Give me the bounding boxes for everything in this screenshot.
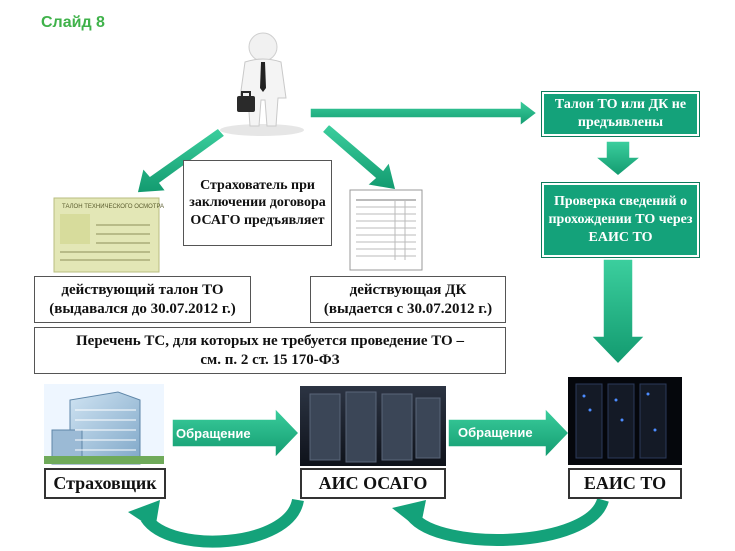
dk-caption-line1: действующая ДК [349, 281, 467, 298]
return-arrow-eais-to-ais [407, 497, 609, 546]
appeal-label-2: Обращение [458, 425, 533, 440]
dk-caption-box: действующая ДК (выдается с 30.07.2012 г.… [310, 276, 506, 323]
exemption-list-line1: Перечень ТС, для которых не требуется пр… [76, 332, 464, 349]
insurer-label: Страховщик [53, 473, 157, 493]
ais-servers-image [300, 386, 446, 466]
not-presented-box: Талон ТО или ДК не предъявлены [541, 91, 700, 137]
talon-document-image: ТАЛОН ТЕХНИЧЕСКОГО ОСМОТРА [53, 197, 164, 273]
eais-servers-image [568, 377, 682, 465]
ais-osago-label-box: АИС ОСАГО [300, 468, 446, 499]
return-arrowhead-2 [392, 500, 426, 530]
dk-caption-line2: (выдается с 30.07.2012 г.) [323, 300, 493, 317]
exemption-list-line2: см. п. 2 ст. 15 170-ФЗ [200, 351, 340, 368]
talon-doc-title: ТАЛОН ТЕХНИЧЕСКОГО ОСМОТРА [62, 204, 164, 210]
arrow-to-talon [136, 126, 227, 194]
talon-caption-line2: (выдавался до 30.07.2012 г.) [49, 300, 236, 317]
eais-check-box: Проверка сведений о прохождении ТО через… [541, 182, 700, 258]
arrow-down-eais [589, 258, 647, 366]
return-arrow-ais-to-insurer [140, 498, 304, 548]
exemption-list-box: Перечень ТС, для которых не требуется пр… [34, 327, 506, 374]
policyholder-presents-text: Страхователь при заключении договора ОСА… [189, 177, 326, 228]
insurer-building-image [44, 384, 164, 465]
ais-osago-label: АИС ОСАГО [318, 473, 428, 493]
businessman-icon [220, 32, 304, 136]
eais-check-text: Проверка сведений о прохождении ТО через… [548, 193, 693, 246]
slide-label: Слайд 8 [41, 14, 105, 31]
eais-to-label: ЕАИС ТО [583, 473, 667, 493]
appeal-label-1: Обращение [176, 426, 251, 441]
policyholder-presents-box: Страхователь при заключении договора ОСА… [183, 160, 332, 246]
talon-caption-box: действующий талон ТО (выдавался до 30.07… [34, 276, 251, 323]
arrow-down-check [592, 140, 644, 177]
arrow-to-dk [320, 122, 398, 191]
arrow-appeal-1 [171, 406, 301, 460]
not-presented-text: Талон ТО или ДК не предъявлены [554, 96, 687, 130]
talon-caption-line1: действующий талон ТО [61, 281, 224, 298]
return-arrowhead-1 [128, 500, 160, 530]
eais-to-label-box: ЕАИС ТО [568, 468, 682, 499]
arrow-to-not-presented [309, 98, 539, 128]
arrow-appeal-2 [447, 406, 571, 460]
insurer-label-box: Страховщик [44, 468, 166, 499]
dk-document-image [349, 189, 423, 271]
